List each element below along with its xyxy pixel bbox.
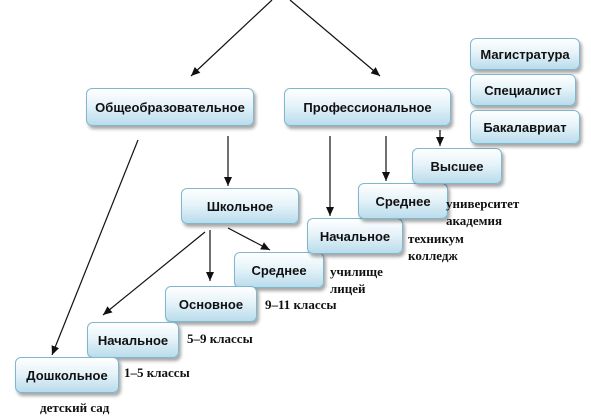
vocational-school-label: училище [330,264,383,279]
professional-education-box: Профессиональное [284,88,451,126]
arrow-school-to-primary [102,231,206,316]
kindergarten-label: детский сад [40,400,110,415]
magistracy-box: Магистратура [470,38,580,70]
basic-school-box: Основное [165,286,257,322]
grades-1-5-label: 1–5 классы [124,365,190,380]
prof-secondary-box: Среднее [358,183,448,219]
arrow-general-to-preschool [51,139,139,356]
preschool-box: Дошкольное [15,357,119,393]
bachelor-box: Бакалавриат [470,110,580,144]
grades-9-11-label: 9–11 классы [265,297,337,312]
higher-education-box: Высшее [412,148,502,184]
arrow-top-to-professional [289,0,381,77]
primary-school-box: Начальное [87,322,179,358]
lyceum-label: лицей [330,281,366,296]
grades-5-9-label: 5–9 классы [187,331,253,346]
general-education-box: Общеобразовательное [86,88,254,126]
college-label: колледж [408,248,458,263]
specialist-box: Специалист [470,74,576,106]
technical-school-label: техникум [408,231,464,246]
school-education-box: Школьное [181,188,299,224]
university-label: университет [446,196,520,211]
prof-primary-box: Начальное [307,218,403,254]
arrow-school-to-secondary [227,227,271,251]
secondary-school-box: Среднее [234,252,324,288]
academy-label: академия [446,213,503,228]
arrow-top-to-general [190,0,273,77]
